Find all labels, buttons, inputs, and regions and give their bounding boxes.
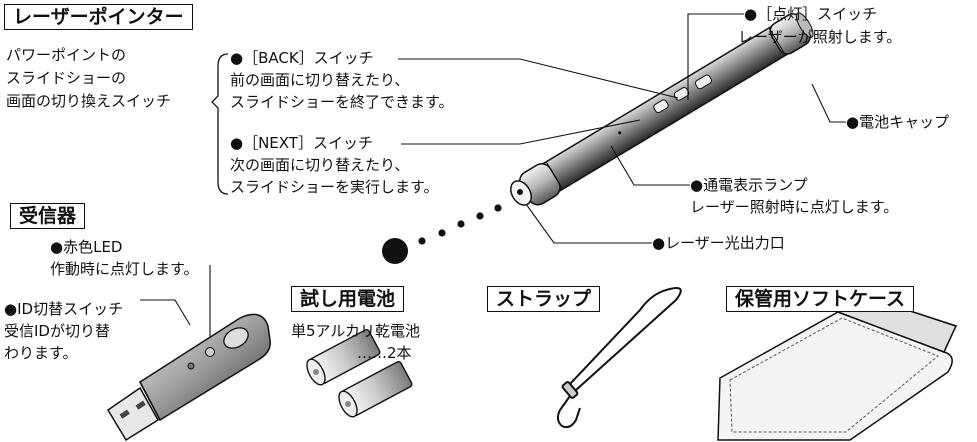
- heading-laser-pointer: レーザーポインター: [4, 4, 193, 30]
- back-switch-desc-2: スライドショーを終了できます。: [230, 93, 454, 111]
- switch-group-bracket: [211, 53, 229, 195]
- battery-spec-label: 単5アルカリ乾電池: [291, 322, 420, 340]
- heading-receiver: 受信器: [10, 203, 86, 229]
- power-lamp-title: ●通電表示ランプ: [690, 176, 808, 194]
- laser-beam-dots: [382, 204, 502, 264]
- next-switch-title: ●［NEXT］スイッチ: [230, 134, 373, 152]
- heading-test-battery: 試し用電池: [291, 286, 405, 312]
- heading-soft-case: 保管用ソフトケース: [726, 286, 915, 312]
- next-switch-desc-1: 次の画面に切り替えたり、: [230, 156, 410, 174]
- battery-count-label: ……2本: [357, 344, 412, 362]
- red-led-desc: 作動時に点灯します。: [50, 260, 199, 278]
- light-switch-desc: レーザーが照射します。: [738, 28, 902, 46]
- heading-strap: ストラップ: [487, 286, 601, 312]
- back-switch-desc-1: 前の画面に切り替えたり、: [230, 71, 410, 89]
- id-switch-title: ●ID切替スイッチ: [4, 300, 124, 318]
- back-switch-title: ●［BACK］スイッチ: [230, 49, 374, 67]
- next-switch-desc-2: スライドショーを実行します。: [230, 178, 439, 196]
- strap: [556, 287, 682, 429]
- power-lamp-desc: レーザー照射時に点灯します。: [690, 198, 899, 216]
- usb-receiver: [106, 313, 271, 442]
- batteries: [306, 329, 413, 418]
- switch-group-line-2: スライドショーの: [6, 69, 127, 87]
- laser-exit-label: ●レーザー光出力口: [652, 234, 785, 252]
- red-led-title: ●赤色LED: [50, 238, 123, 256]
- soft-case: [717, 291, 958, 441]
- battery-cap-label: ●電池キャップ: [846, 113, 950, 131]
- leader-lines: [140, 13, 846, 340]
- id-switch-desc-1: 受信IDが切り替: [4, 322, 110, 340]
- id-switch-desc-2: わります。: [4, 344, 78, 362]
- laser-pointer-body: [510, 12, 814, 206]
- light-switch-title: ●［点灯］スイッチ: [744, 5, 878, 23]
- switch-group-line-1: パワーポイントの: [6, 46, 127, 64]
- switch-group-line-3: 画面の切り換えスイッチ: [6, 92, 172, 110]
